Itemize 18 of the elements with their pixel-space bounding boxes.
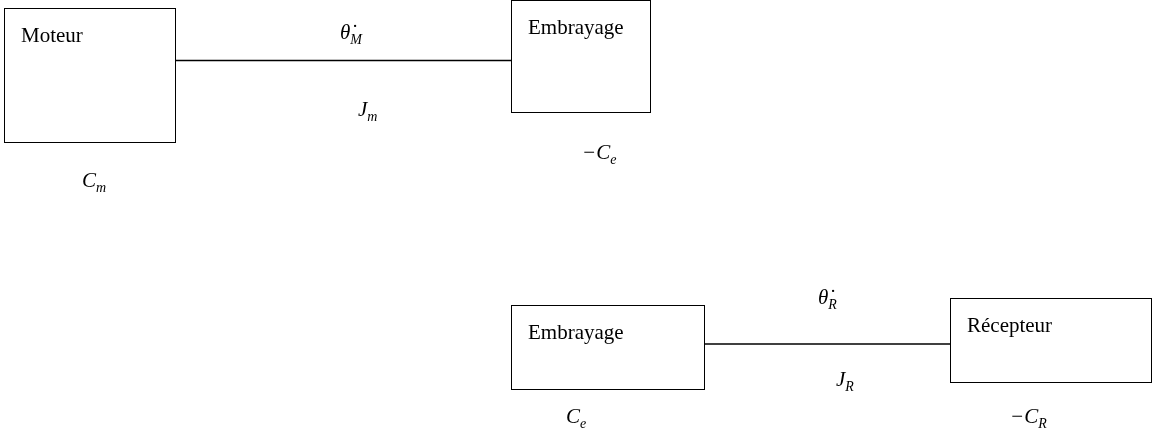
component-box	[511, 0, 651, 113]
component-name: Embrayage	[528, 15, 624, 39]
component-name: Moteur	[21, 23, 83, 47]
torque-symbol: −C$_{e}$	[582, 139, 617, 170]
inertia-symbol: J$_{m}$	[358, 96, 378, 127]
torque-symbol: −C$_{R}$	[1010, 403, 1047, 430]
torque-symbol: C$_{m}$	[82, 167, 107, 198]
edge-label: θ̇$_{M}$	[340, 19, 362, 50]
torque-symbol: C$_{e}$	[566, 403, 587, 430]
edge-label: θ̇$_{R}$	[818, 284, 837, 315]
inertia-symbol: J$_{R}$	[836, 366, 854, 397]
component-name: Récepteur	[967, 313, 1053, 337]
component-box	[4, 8, 176, 143]
component-box	[950, 298, 1152, 383]
component-name: Embrayage	[528, 320, 624, 344]
connector-line	[704, 343, 951, 345]
connector-line	[175, 59, 512, 62]
component-box	[511, 305, 705, 390]
